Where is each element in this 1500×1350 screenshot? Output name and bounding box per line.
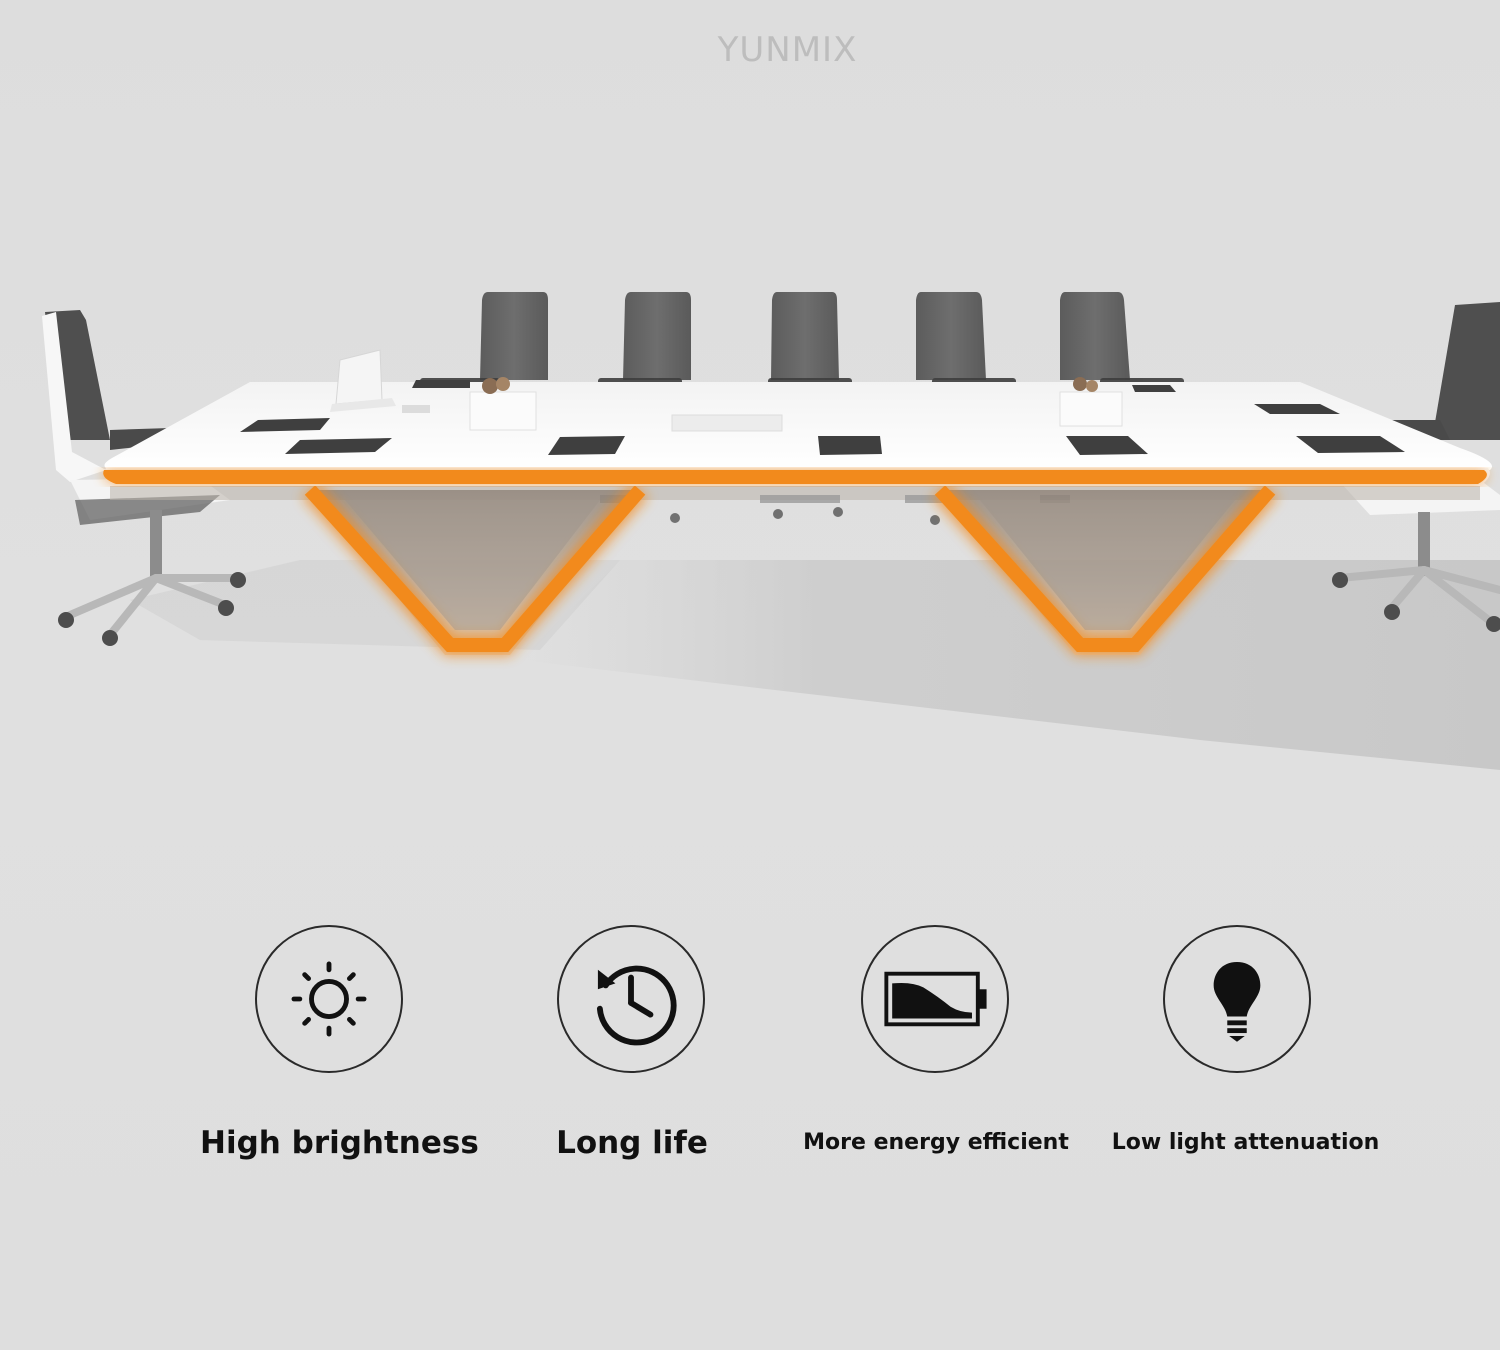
- table-leg-left: [301, 482, 649, 656]
- feature-label: Long life: [556, 1125, 708, 1161]
- feature-label: Low light attenuation: [1111, 1130, 1380, 1155]
- floor-shadow: [520, 560, 1500, 770]
- feature-long-life: Long life: [482, 920, 782, 1180]
- feature-label: More energy efficient: [803, 1130, 1069, 1155]
- feature-high-brightness: High brightness: [180, 920, 480, 1180]
- table-top: [103, 382, 1492, 486]
- sun-icon: [255, 925, 403, 1073]
- light-bulb-icon: [1163, 925, 1311, 1073]
- table-items: [240, 349, 1405, 455]
- battery-icon: [861, 925, 1009, 1073]
- back-chairs: [480, 292, 1130, 380]
- conference-table-photo: [42, 292, 1500, 770]
- clock-history-icon: [557, 925, 705, 1073]
- feature-list: High brightness Long life: [0, 920, 1500, 1180]
- table-leg-right: [931, 482, 1279, 656]
- feature-low-light-attenuation: Low light attenuation: [1088, 920, 1388, 1180]
- brand-watermark: YUNMIX: [717, 30, 858, 70]
- feature-energy-efficient: More energy efficient: [786, 920, 1086, 1180]
- feature-label: High brightness: [200, 1125, 479, 1161]
